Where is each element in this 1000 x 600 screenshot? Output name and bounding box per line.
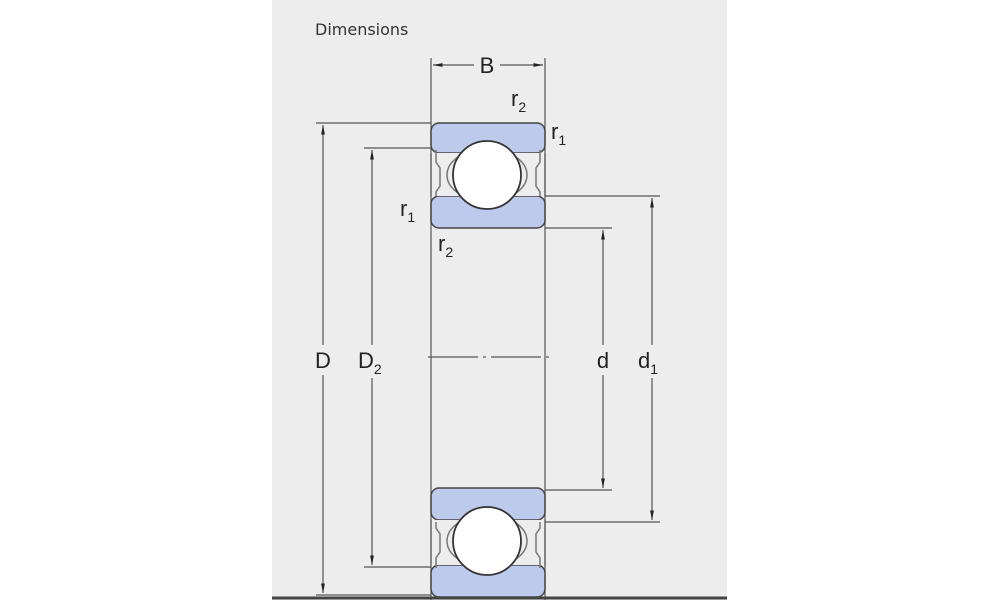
dimension-D2 [364,147,431,568]
label-r1-left: r1 [400,196,415,225]
ball-bottom [452,506,522,576]
label-d: d [597,348,609,373]
label-D2: D2 [358,348,382,377]
label-d1: d1 [638,348,658,377]
label-r2-top: r2 [511,86,526,115]
dimension-d1 [545,195,660,523]
bearing-section-bottom [430,487,546,598]
bearing-section-top [430,122,546,229]
label-B: B [480,53,495,78]
section-title: Dimensions [315,20,409,39]
label-r1-top: r1 [551,119,566,148]
ball-top [452,140,522,210]
dimension-d [545,227,612,491]
dimension-D [316,122,431,596]
label-r2-bottom: r2 [438,231,453,260]
label-D: D [315,348,331,373]
